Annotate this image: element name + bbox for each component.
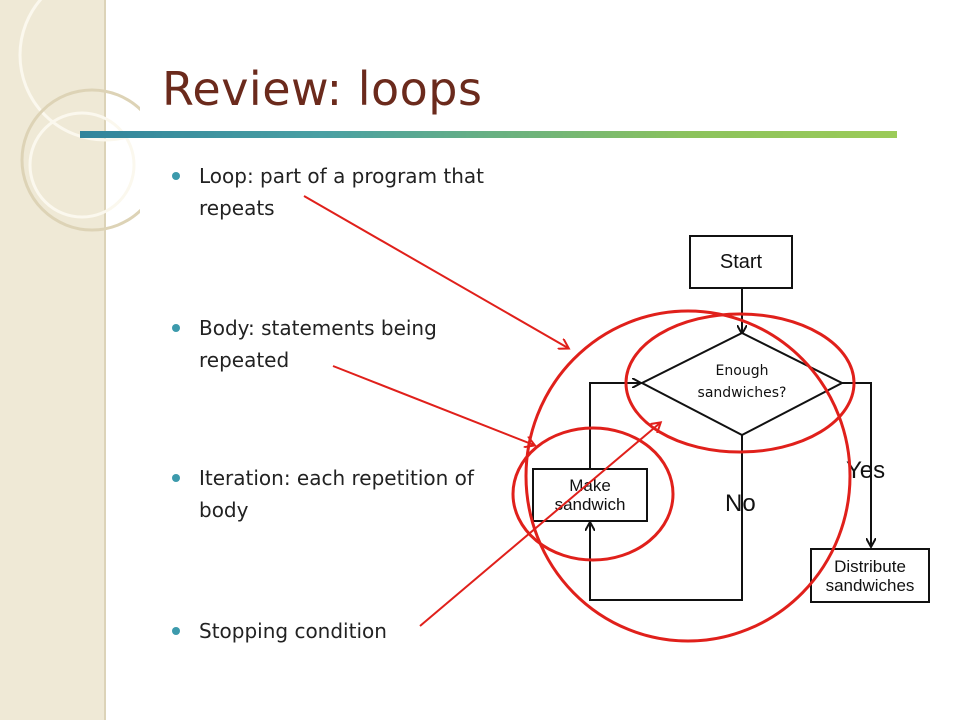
slide-title: Review: loops [162,62,483,116]
bullet-loop: Loop: part of a program that repeats [170,160,520,224]
body-pointer-arrow [332,365,534,445]
distribute-box: Distribute sandwiches [810,548,930,603]
stopping-pointer-arrow [419,423,660,627]
bullet-iteration: Iteration: each repetition of body [170,462,520,526]
distribute-label: Distribute sandwiches [825,556,915,595]
bullet-stopping: Stopping condition [170,615,520,647]
loop-back-arrow [589,383,640,468]
bullet-text: Loop: part of a program that repeats [199,164,485,220]
yes-branch-arrow [842,382,871,546]
condition-ellipse [624,312,856,454]
title-underline-bar [80,131,897,138]
bullet-text: Body: statements being repeated [199,316,437,372]
decision-label: Enough sandwiches? [697,363,787,401]
bullet-text: Stopping condition [199,619,387,643]
no-branch-line [590,435,743,601]
make-sandwich-box: Make sandwich [532,468,648,522]
start-box-label: Start [719,250,763,273]
bullet-dot [172,474,180,482]
start-box: Start [689,235,793,289]
decorative-circles [18,0,140,232]
loop-ellipse [524,309,852,643]
bullet-body: Body: statements being repeated [170,312,520,376]
yes-label: Yes [846,457,886,484]
bullet-dot [172,172,180,180]
body-ellipse [511,426,675,562]
no-label: No [725,490,756,517]
bullet-dot [172,324,180,332]
bullet-dot [172,627,180,635]
side-band [0,0,106,720]
loop-pointer-arrow [303,195,568,348]
side-rule [104,0,106,720]
bullet-text: Iteration: each repetition of body [199,466,474,522]
